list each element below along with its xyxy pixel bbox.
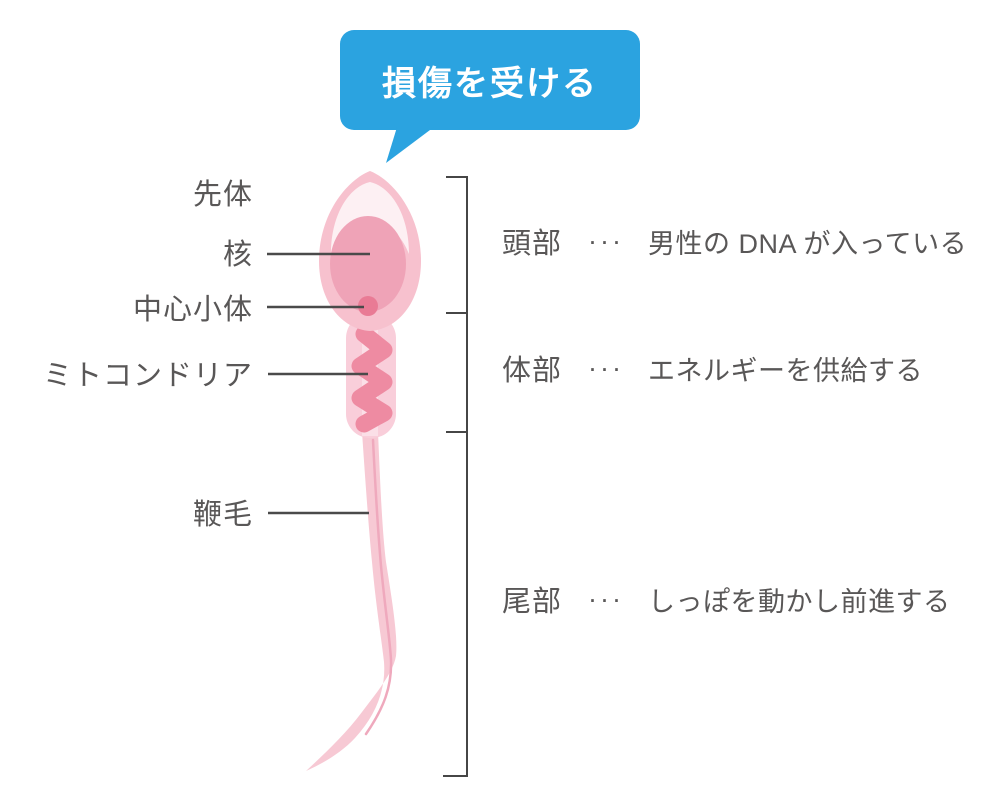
region-row-midpiece: 体部 ··· エネルギーを供給する bbox=[502, 347, 923, 389]
region-row-tail: 尾部 ··· しっぽを動かし前進する bbox=[502, 578, 951, 620]
flagellum-stripe-shape bbox=[364, 438, 393, 736]
part-label-centriole: 中心小体 bbox=[132, 294, 253, 326]
region-dots-midpiece: ··· bbox=[588, 352, 624, 383]
section-bracket bbox=[443, 176, 468, 777]
region-label-midpiece: 体部 bbox=[502, 355, 563, 387]
part-label-flagellum: 鞭毛 bbox=[192, 499, 253, 531]
region-label-head: 頭部 bbox=[502, 228, 563, 260]
region-description-tail: しっぽを動かし前進する bbox=[648, 586, 951, 617]
nucleus-shape bbox=[330, 216, 406, 312]
damage-speech-bubble: 損傷を受ける bbox=[340, 30, 640, 130]
region-dots-tail: ··· bbox=[588, 583, 624, 614]
part-label-nucleus: 核 bbox=[222, 239, 253, 271]
part-label-mitochondria: ミトコンドリア bbox=[42, 360, 253, 392]
region-row-head: 頭部 ··· 男性の DNA が入っている bbox=[502, 220, 967, 262]
region-label-tail: 尾部 bbox=[502, 586, 563, 618]
centriole-dot-shape bbox=[358, 296, 378, 316]
region-description-midpiece: エネルギーを供給する bbox=[648, 355, 923, 386]
mitochondria-coil-shape bbox=[351, 325, 393, 433]
region-description-head: 男性の DNA が入っている bbox=[648, 228, 968, 259]
flagellum-tail-shape bbox=[306, 432, 397, 771]
region-dots-head: ··· bbox=[588, 225, 624, 256]
damage-speech-bubble-label: 損傷を受ける bbox=[382, 64, 598, 103]
part-label-acrosome: 先体 bbox=[192, 179, 253, 211]
